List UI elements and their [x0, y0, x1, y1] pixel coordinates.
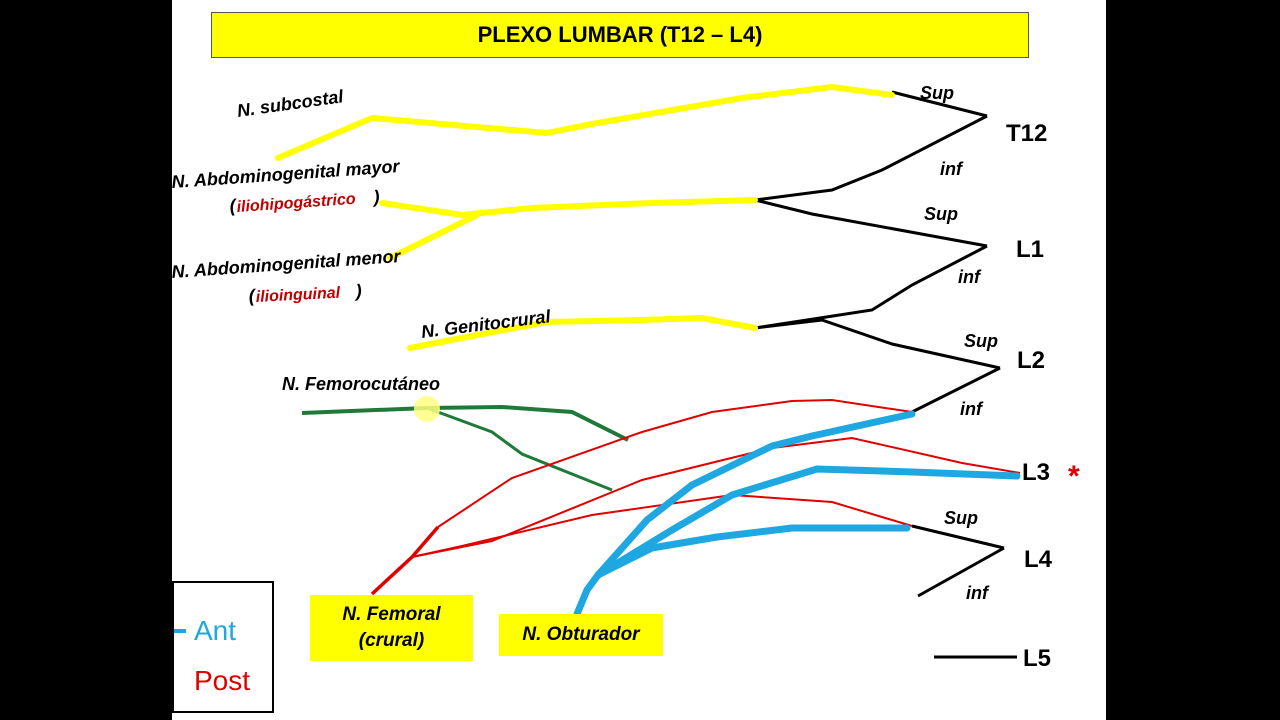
label-ilioinguinal: ilioinguinal [255, 285, 341, 306]
inf-label-l1: inf [958, 267, 982, 287]
label-subcostal: N. subcostal [236, 86, 346, 121]
root-l3-asterisk: * [1068, 460, 1080, 493]
yellow-nerves [275, 83, 895, 351]
root-label-l3: L3 [1022, 459, 1050, 486]
root-l1-inf [754, 244, 988, 330]
nerve-subcostal-line [275, 83, 895, 161]
obturador-trunk [573, 571, 602, 618]
obturador-anterior-divisions [573, 410, 1021, 618]
root-t12-sup [891, 90, 988, 118]
root-l4-sup [911, 524, 1005, 550]
root-label-l2: L2 [1017, 347, 1045, 374]
root-label-t12: T12 [1006, 120, 1047, 147]
sup-label-l2: Sup [964, 331, 998, 351]
root-label-l5: L5 [1023, 645, 1051, 672]
legend-post-label: Post [194, 665, 251, 696]
root-label-l1: L1 [1016, 236, 1044, 263]
label-iliohipogastrico: iliohipogástrico [236, 191, 356, 216]
root-l2-inf [911, 366, 1001, 414]
page-title: PLEXO LUMBAR (T12 – L4) [477, 22, 763, 47]
obturador-div-l4 [594, 524, 911, 579]
root-l4-inf [917, 546, 1005, 598]
legend-ant-label: Ant [194, 615, 237, 646]
inf-label-t12: inf [940, 159, 964, 179]
slide: PLEXO LUMBAR (T12 – L4) [172, 0, 1106, 720]
legend: Ant Post [172, 581, 274, 713]
label-abdominogenital-menor: N. Abdominogenital menor [172, 246, 402, 282]
sup-label-l1: Sup [924, 204, 958, 224]
label-abdominogenital-mayor: N. Abdominogenital mayor [172, 156, 401, 192]
root-l1-sup [754, 198, 988, 248]
femoral-trunk [370, 525, 440, 596]
obturador-div-l3 [594, 465, 1021, 579]
label-femoral-alt: (crural) [358, 630, 425, 651]
obturador-div-l2 [594, 410, 916, 579]
femoral-label-box: N. Femoral (crural) [310, 595, 473, 661]
obturador-label-box: N. Obturador [499, 614, 663, 656]
nerve-abdominogenital-mayor-line [379, 197, 758, 219]
root-t12-inf [754, 114, 988, 202]
inf-label-l2: inf [960, 399, 984, 419]
label-femoral: N. Femoral [342, 604, 441, 626]
femorocutaneo-nerve [301, 404, 629, 492]
label-ilioinguinal-open: ( [248, 286, 257, 306]
femorocutaneo-branch [426, 406, 613, 492]
nerve-abdominogenital-menor-line [387, 212, 480, 261]
label-femorocutaneo: N. Femorocutáneo [282, 374, 440, 394]
highlight-dot [414, 396, 440, 422]
spinal-roots [754, 90, 1017, 659]
sup-label-t12: Sup [920, 83, 954, 103]
label-genitocrural: N. Genitocrural [420, 306, 552, 342]
femoral-posterior-divisions [370, 398, 1021, 596]
label-iliohipogastrico-close: ) [371, 187, 380, 208]
label-iliohipogastrico-open: ( [229, 195, 238, 216]
nerve-genitocrural-line [407, 314, 758, 351]
root-l2-sup [754, 318, 1001, 370]
root-label-l4: L4 [1024, 546, 1053, 573]
legend-ant-swatch [174, 629, 186, 633]
femorocutaneo-trunk [301, 404, 629, 442]
inf-label-l4: inf [966, 583, 990, 603]
plexus-diagram: T12 L1 L2 L3 * L4 L5 Sup inf Sup inf Sup… [172, 83, 1080, 672]
label-obturador: N. Obturador [522, 624, 640, 646]
sup-label-l4: Sup [944, 508, 978, 528]
label-ilioinguinal-close: ) [353, 281, 362, 301]
title-box: PLEXO LUMBAR (T12 – L4) [211, 12, 1029, 58]
femoral-div-l2 [437, 398, 913, 528]
